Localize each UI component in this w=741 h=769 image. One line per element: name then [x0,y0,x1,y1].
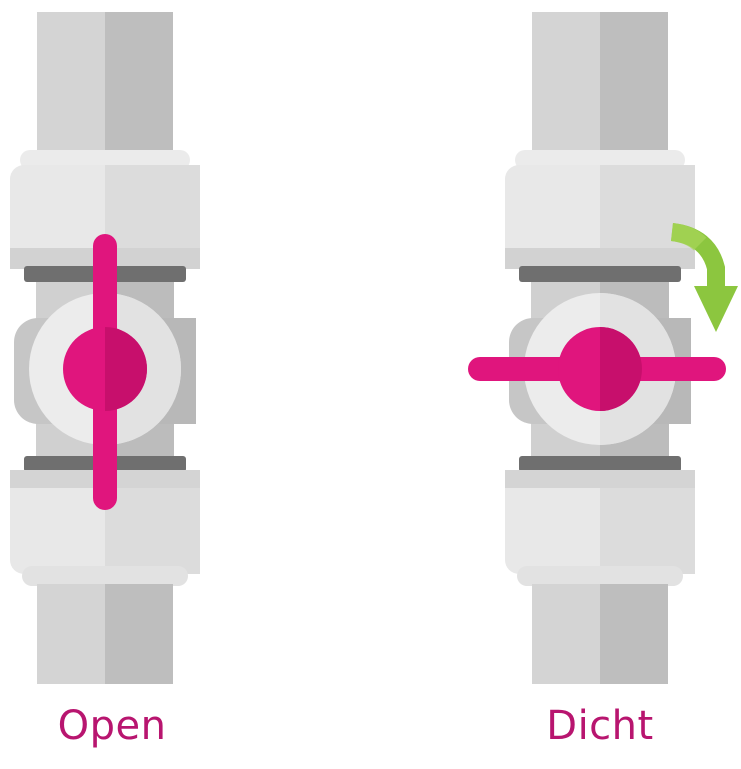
pipe-top [37,12,173,164]
fitting-top [10,150,200,269]
valve-label-closed: Dicht [546,703,654,749]
ring-bottom [519,456,681,472]
valve-open [10,12,200,684]
valve-label-open: Open [57,703,167,749]
valve-handle-open [63,234,147,510]
ring-top [519,266,681,282]
fitting-bottom [505,470,695,586]
valve-closed [468,12,738,684]
valve-handle-closed [468,327,726,411]
pipe-bottom [37,584,173,684]
fitting-top [505,150,695,269]
curved-arrow-down-icon [670,223,738,332]
pipe-bottom [532,584,668,684]
pipe-top [532,12,668,164]
